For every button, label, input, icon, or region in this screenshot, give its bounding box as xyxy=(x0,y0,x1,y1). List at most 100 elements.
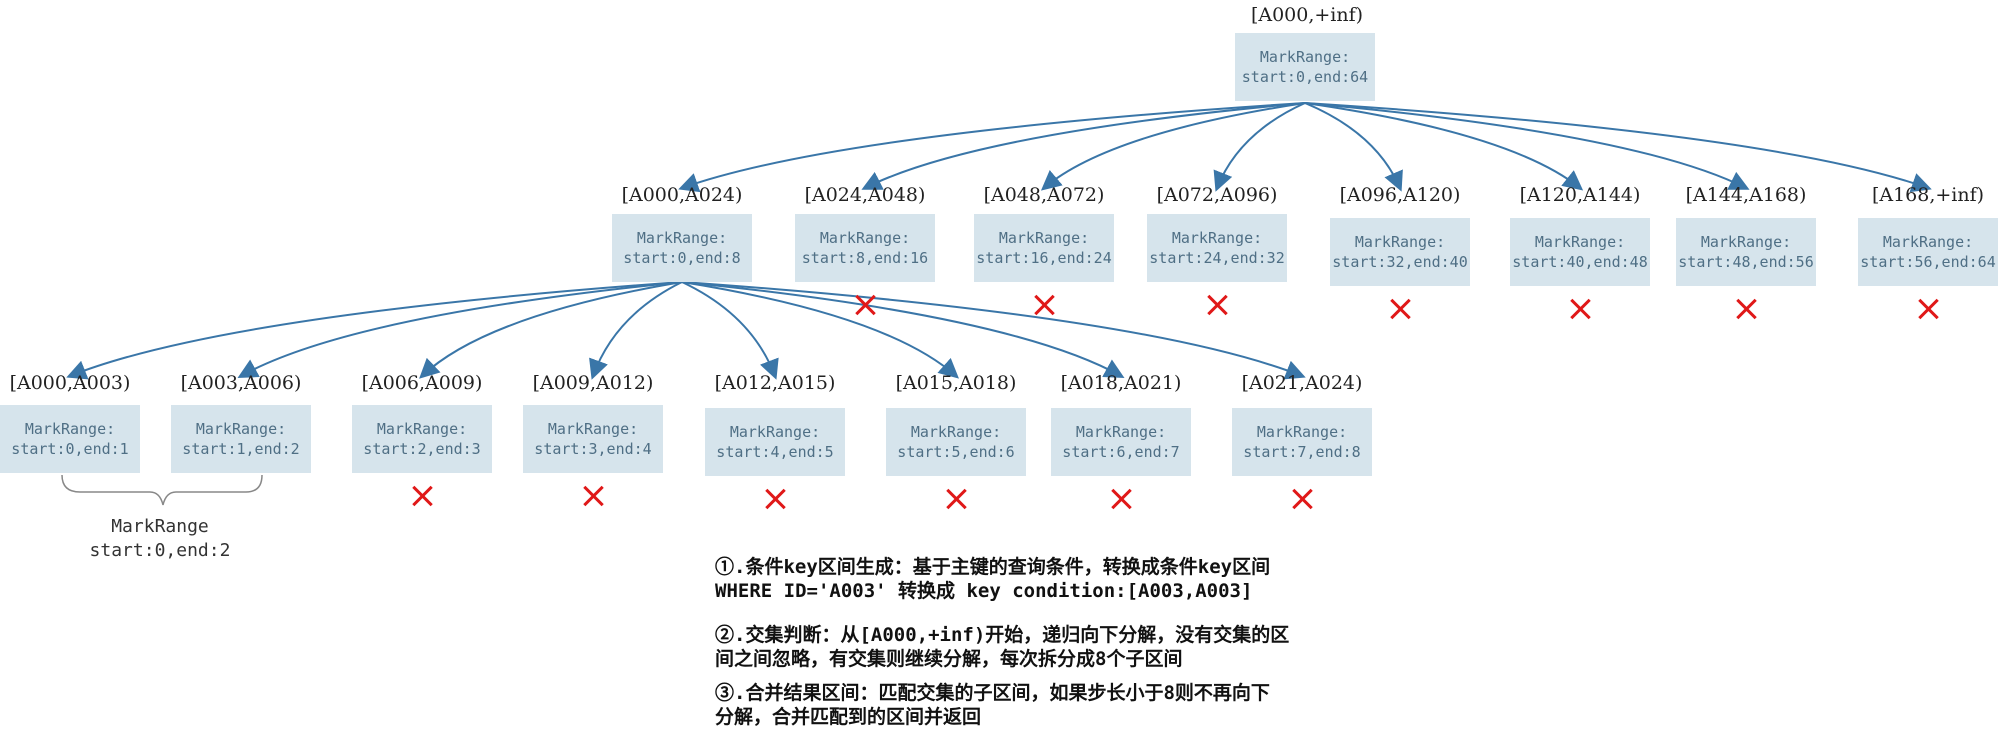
level1-to-level2-arrow xyxy=(681,281,779,380)
mark-value: start:5,end:6 xyxy=(897,443,1015,461)
excluded-cross-icon xyxy=(582,485,604,507)
level1-range-label: [A072,A096) xyxy=(1156,184,1278,206)
level2-mark-range-node: MarkRange: start:5,end:6 xyxy=(886,408,1026,476)
level1-range-label: [A048,A072) xyxy=(983,184,1105,206)
excluded-cross-icon xyxy=(1110,488,1132,510)
root-to-level1-arrow xyxy=(1213,102,1306,192)
level1-mark-range-node: MarkRange: start:48,end:56 xyxy=(1676,218,1816,286)
mark-title: MarkRange: xyxy=(1075,423,1167,441)
level1-mark-range-node: MarkRange: start:0,end:8 xyxy=(612,214,752,282)
mark-title: MarkRange: xyxy=(1534,233,1626,251)
root-mark-range-node: MarkRange: start:0,end:64 xyxy=(1235,33,1375,101)
level2-mark-range-node: MarkRange:start:6,end:7 xyxy=(1051,408,1191,476)
step2-line1: ②.交集判断：从[A000,+inf)开始，递归向下分解，没有交集的区 xyxy=(715,624,1290,646)
level1-mark-range-node: MarkRange: start:40,end:48 xyxy=(1510,218,1650,286)
mark-title: MarkRange: xyxy=(636,229,728,247)
level2-mark-range-node: MarkRange: start:0,end:1 xyxy=(0,405,140,473)
level2-range-label: [A000,A003) xyxy=(9,372,131,394)
mark-value: start:7,end:8 xyxy=(1243,443,1361,461)
level2-mark-range-node: MarkRange: start:7,end:8 xyxy=(1232,408,1372,476)
mark-value: start:0,end:1 xyxy=(11,440,129,458)
level1-mark-range-node: MarkRange: start:32,end:40 xyxy=(1330,218,1470,286)
root-to-level1-arrow xyxy=(1304,102,1932,193)
mark-value: start:48,end:56 xyxy=(1678,253,1814,271)
mark-title: MarkRange: xyxy=(1882,233,1974,251)
level1-to-level2-arrow xyxy=(681,281,1306,380)
level2-range-label: [A015,A018) xyxy=(895,372,1017,394)
level2-range-label: [A003,A006) xyxy=(180,372,302,394)
level1-mark-range-node: MarkRange: start:24,end:32 xyxy=(1147,214,1287,282)
excluded-cross-icon xyxy=(854,294,876,316)
level1-to-level2-arrow xyxy=(237,281,683,378)
excluded-cross-icon xyxy=(1389,298,1411,320)
mark-title: MarkRange: xyxy=(729,423,821,441)
excluded-cross-icon xyxy=(1206,294,1228,316)
step1-line2: WHERE ID='A003' 转换成 key condition:[A003,… xyxy=(715,580,1253,602)
level1-to-level2-arrow xyxy=(66,281,683,380)
step1-line1: ①.条件key区间生成：基于主键的查询条件，转换成条件key区间 xyxy=(715,556,1271,578)
root-mark-value: start:0,end:64 xyxy=(1241,68,1369,86)
level2-mark-range-node: MarkRange: start:1,end:2 xyxy=(171,405,311,473)
root-to-level1-arrow xyxy=(1040,102,1306,191)
level1-range-label: [A144,A168) xyxy=(1685,184,1807,206)
root-to-level1-arrow xyxy=(1304,102,1403,192)
mark-value: start:0,end:8 xyxy=(623,249,741,267)
level2-mark-range-node: MarkRange: start:3,end:4 xyxy=(523,405,663,473)
root-mark-title: MarkRange: xyxy=(1259,48,1351,66)
level1-mark-range-node: MarkRange: start:16,end:24 xyxy=(974,214,1114,282)
mark-value: start:56,end:64 xyxy=(1860,253,1996,271)
level1-to-level2-arrow xyxy=(419,281,683,379)
excluded-cross-icon xyxy=(764,488,786,510)
merged-value: start:0,end:2 xyxy=(89,540,231,561)
excluded-cross-icon xyxy=(1033,294,1055,316)
mark-value: start:40,end:48 xyxy=(1512,253,1648,271)
mark-value: start:16,end:24 xyxy=(976,249,1112,267)
mark-value: start:3,end:4 xyxy=(534,440,652,458)
mark-title: MarkRange: xyxy=(24,420,116,438)
level1-mark-range-node: MarkRange: start:56,end:64 xyxy=(1858,218,1998,286)
merged-title: MarkRange xyxy=(111,516,209,537)
root-to-level1-arrow xyxy=(1304,102,1750,190)
level1-mark-range-node: MarkRange:start:8,end:16 xyxy=(795,214,935,282)
level1-range-label: [A168,+inf) xyxy=(1871,184,1985,206)
mark-value: start:2,end:3 xyxy=(363,440,481,458)
excluded-cross-icon xyxy=(1917,298,1939,320)
merged-mark-range: MarkRange start:0,end:2 xyxy=(60,515,260,563)
mark-title: MarkRange: xyxy=(910,423,1002,441)
level1-range-label: [A120,A144) xyxy=(1519,184,1641,206)
mark-title: MarkRange: xyxy=(195,420,287,438)
mark-title: MarkRange: xyxy=(1700,233,1792,251)
mark-value: start:8,end:16 xyxy=(801,249,929,267)
level1-to-level2-arrow xyxy=(681,281,1125,378)
excluded-cross-icon xyxy=(1569,298,1591,320)
step2-line2: 间之间忽略，有交集则继续分解，每次拆分成8个子区间 xyxy=(715,648,1183,670)
bracket-merged xyxy=(61,474,263,506)
mark-value: start:32,end:40 xyxy=(1332,253,1468,271)
mark-title: MarkRange: xyxy=(1256,423,1348,441)
excluded-cross-icon xyxy=(411,485,433,507)
excluded-cross-icon xyxy=(945,488,967,510)
level1-to-level2-arrow xyxy=(681,281,959,379)
excluded-cross-icon xyxy=(1291,488,1313,510)
explanation-notes: ①.条件key区间生成：基于主键的查询条件，转换成条件key区间 WHERE I… xyxy=(715,555,1475,729)
root-range-label: [A000,+inf) xyxy=(1250,4,1364,26)
level1-range-label: [A024,A048) xyxy=(804,184,926,206)
mark-title: MarkRange: xyxy=(1354,233,1446,251)
mark-title: MarkRange: xyxy=(376,420,468,438)
mark-title: MarkRange: xyxy=(1171,229,1263,247)
level2-range-label: [A006,A009) xyxy=(361,372,483,394)
mark-title: MarkRange: xyxy=(547,420,639,438)
root-to-level1-arrow xyxy=(861,102,1306,190)
mark-value: start:1,end:2 xyxy=(182,440,300,458)
step3-line2: 分解，合并匹配到的区间并返回 xyxy=(715,706,982,728)
level1-to-level2-arrow xyxy=(589,281,683,380)
level1-range-label: [A096,A120) xyxy=(1339,184,1461,206)
mark-title: MarkRange: xyxy=(998,229,1090,247)
mark-value: start:24,end:32 xyxy=(1149,249,1285,267)
level2-range-label: [A018,A021) xyxy=(1060,372,1182,394)
mark-value: start:4,end:5 xyxy=(716,443,834,461)
level2-range-label: [A009,A012) xyxy=(532,372,654,394)
root-to-level1-arrow xyxy=(678,102,1306,193)
level2-range-label: [A012,A015) xyxy=(714,372,836,394)
